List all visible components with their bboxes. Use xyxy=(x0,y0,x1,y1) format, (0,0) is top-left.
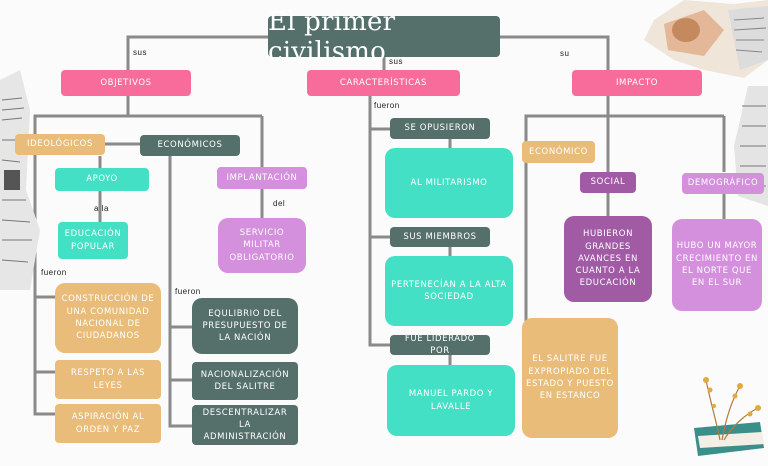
ideologicos-node: IDEOLÓGICOS xyxy=(15,134,105,155)
militarismo-node: AL MILITARISMO xyxy=(385,148,513,218)
economicos-node: ECONÓMICOS xyxy=(140,135,240,156)
se-opusieron-node: SE OPUSIERON xyxy=(390,118,490,139)
caracteristicas-node: CARACTERÍSTICAS xyxy=(307,70,460,96)
pertenecian-node: PERTENECÍAN A LA ALTA SOCIEDAD xyxy=(385,256,513,326)
descentralizar-node: DESCENTRALIZAR LA ADMINISTRACIÓN xyxy=(192,405,298,445)
educacion-popular-node: EDUCACIÓN POPULAR xyxy=(58,222,128,259)
connector-label: del xyxy=(273,199,286,208)
manuel-pardo-node: MANUEL PARDO Y LAVALLE xyxy=(387,365,515,436)
hubieron-node: HUBIERON GRANDES AVANCES EN CUANTO A LA … xyxy=(564,216,652,302)
impacto-node: IMPACTO xyxy=(572,70,702,96)
social-node: SOCIAL xyxy=(580,172,636,193)
paper-scraps-icon xyxy=(644,0,768,78)
newspaper-collage-icon xyxy=(0,70,48,290)
connector-label: a la xyxy=(94,204,109,213)
connector-label: fueron xyxy=(41,268,67,277)
connector-label: fueron xyxy=(175,287,201,296)
dried-flowers-icon xyxy=(680,370,768,466)
objetivos-node: OBJETIVOS xyxy=(61,70,191,96)
connector-label: su xyxy=(560,49,570,58)
construccion-node: CONSTRUCCIÓN DE UNA COMUNIDAD NACIONAL D… xyxy=(55,283,161,353)
hubo-node: HUBO UN MAYOR CRECIMIENTO EN EL NORTE QU… xyxy=(672,219,762,311)
sus-miembros-node: SUS MIEMBROS xyxy=(390,227,490,247)
map-title: El primer civilismo xyxy=(268,7,500,67)
economico-node: ECONÓMICO xyxy=(522,141,595,163)
salitre-node: EL SALITRE FUE EXPROPIADO DEL ESTADO Y P… xyxy=(522,318,618,438)
nacionalizacion-node: NACIONALIZACIÓN DEL SALITRE xyxy=(192,362,298,400)
demografico-node: DEMOGRÁFICO xyxy=(682,173,764,194)
connector-label: sus xyxy=(133,48,147,57)
servicio-node: SERVICIO MILITAR OBLIGATORIO xyxy=(218,218,306,273)
implantacion-node: IMPLANTACIÓN xyxy=(217,167,307,189)
equilibrio-node: EQULIBRIO DEL PRESUPUESTO DE LA NACIÓN xyxy=(192,298,298,354)
connector-label: fueron xyxy=(374,101,400,110)
apoyo-node: APOYO xyxy=(55,168,149,191)
aspiracion-node: ASPIRACIÓN AL ORDEN Y PAZ xyxy=(55,404,161,443)
fue-liderado-node: FUE LIDERADO POR xyxy=(390,334,490,356)
respeto-node: RESPETO A LAS LEYES xyxy=(55,360,161,399)
connector-label: sus xyxy=(389,57,403,66)
